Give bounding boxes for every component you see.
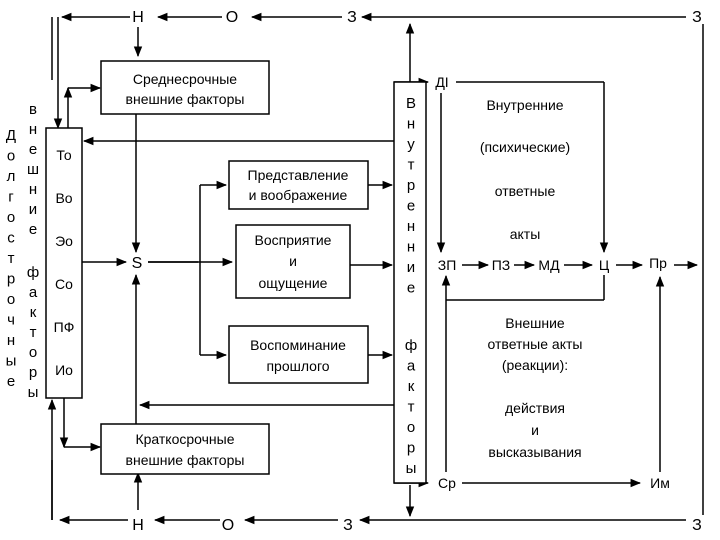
internal-factors-vertical-letter: ф — [405, 337, 417, 354]
node-md: МД — [538, 257, 560, 273]
internal-acts-line1: Внутренние — [486, 97, 563, 113]
internal-factors-vertical-letter: т — [408, 399, 415, 416]
memory-line1: Воспоминание — [250, 337, 346, 353]
long-term-vertical-letter: о — [7, 148, 15, 165]
internal-factors-vertical-letter: В — [406, 95, 416, 112]
medium-box-line1: Среднесрочные — [133, 71, 237, 87]
representation-line1: Представление — [248, 167, 349, 183]
external-acts-line3: (реакции): — [502, 357, 568, 373]
external-acts-line2: ответные акты — [488, 336, 583, 352]
external-acts-line1: Внешние — [505, 315, 565, 331]
external-factors-vertical-letter: ф — [27, 264, 39, 281]
short-term-box — [100, 423, 270, 475]
internal-factors-vertical-letter: е — [407, 198, 415, 215]
internal-factors-vertical-letter: и — [407, 259, 415, 276]
internal-factors-vertical-letter: р — [407, 440, 415, 457]
node-zp: ЗП — [438, 257, 457, 273]
long-term-vertical-letter: Д — [6, 127, 16, 144]
medium-term-box — [100, 60, 270, 115]
bottom-n-label: Н — [132, 517, 144, 534]
factors-column-box — [45, 127, 83, 399]
factor-item: Эо — [55, 233, 73, 249]
internal-acts-line2: (психические) — [480, 139, 570, 155]
short-box-line1: Краткосрочные — [135, 431, 234, 447]
external-factors-vertical-letter: е — [29, 221, 37, 238]
node-pz: ПЗ — [492, 257, 511, 273]
long-term-vertical-letter: н — [7, 332, 15, 349]
long-term-vertical-letter: р — [7, 271, 15, 288]
factor-item: Во — [55, 190, 72, 206]
external-factors-vertical-letter: н — [29, 181, 37, 198]
stimulus-label: S — [132, 255, 143, 272]
node-sr: Ср — [438, 475, 456, 491]
external-acts-line4: действия — [505, 400, 565, 416]
long-term-vertical-letter: т — [8, 250, 15, 267]
internal-factors-vertical-letter: р — [407, 177, 415, 194]
long-term-vertical-letter: г — [8, 189, 14, 206]
medium-box-line2: внешние факторы — [126, 91, 245, 107]
bottom-z1-label: З — [343, 517, 353, 534]
external-factors-vertical-letter: и — [29, 201, 37, 218]
node-pr: Пр — [649, 255, 667, 271]
internal-factors-vertical-letter: н — [407, 218, 415, 235]
factor-item: Со — [55, 276, 73, 292]
internal-factors-vertical-letter: а — [407, 358, 416, 375]
internal-factors-vertical-letter: е — [407, 280, 415, 297]
internal-factors-box — [393, 81, 427, 484]
external-factors-vertical-letter: в — [29, 101, 37, 118]
internal-acts-line3: ответные — [495, 183, 556, 199]
external-factors-vertical-letter: р — [29, 364, 37, 381]
external-acts-line6: высказывания — [488, 444, 581, 460]
long-term-vertical-letter: с — [7, 230, 15, 247]
short-box-line2: внешние факторы — [126, 452, 245, 468]
long-term-vertical-letter: л — [7, 168, 16, 185]
bottom-z2-label: З — [692, 517, 702, 534]
external-factors-vertical-letter: к — [30, 304, 37, 321]
long-term-vertical-letter: о — [7, 291, 15, 308]
node-im: Им — [650, 475, 670, 491]
long-term-vertical-letter: ч — [7, 312, 15, 329]
perception-line3: ощущение — [259, 275, 328, 291]
long-term-vertical-letter: о — [7, 209, 15, 226]
internal-factors-vertical-letter: ы — [406, 460, 417, 477]
top-o-label: О — [226, 9, 238, 26]
internal-factors-vertical-letter: о — [407, 419, 415, 436]
node-ts: Ц — [599, 257, 610, 273]
node-di: ДI — [435, 74, 448, 90]
internal-factors-vertical-letter: н — [407, 239, 415, 256]
perception-box — [235, 224, 351, 299]
memory-box — [228, 325, 369, 384]
top-z1-label: З — [347, 9, 357, 26]
external-factors-vertical-letter: ы — [28, 384, 39, 401]
top-z2-label: З — [692, 9, 702, 26]
external-factors-vertical-letter: н — [29, 121, 37, 138]
memory-line2: прошлого — [266, 358, 329, 374]
external-factors-vertical-letter: ш — [27, 161, 39, 178]
bottom-o-label: О — [222, 517, 234, 534]
external-factors-vertical-letter: о — [29, 344, 37, 361]
representation-box — [228, 160, 369, 210]
long-term-vertical-letter: е — [7, 373, 15, 390]
external-acts-line5: и — [531, 422, 539, 438]
external-factors-vertical-letter: т — [30, 324, 37, 341]
internal-factors-vertical-letter: к — [408, 378, 415, 395]
external-factors-vertical-letter: а — [29, 284, 38, 301]
internal-factors-vertical-letter: н — [407, 116, 415, 133]
representation-line2: и воображение — [249, 187, 348, 203]
internal-factors-vertical-letter: т — [408, 157, 415, 174]
top-n-label: Н — [132, 9, 144, 26]
factor-item: То — [56, 147, 71, 163]
internal-factors-vertical-letter: у — [407, 136, 415, 153]
internal-acts-line4: акты — [510, 226, 541, 242]
external-factors-vertical-letter: е — [29, 141, 37, 158]
perception-line1: Восприятие — [255, 232, 332, 248]
long-term-vertical-letter: ы — [6, 353, 17, 370]
factor-item: Ио — [55, 362, 73, 378]
perception-line2: и — [289, 253, 297, 269]
factor-item: ПФ — [54, 319, 75, 335]
